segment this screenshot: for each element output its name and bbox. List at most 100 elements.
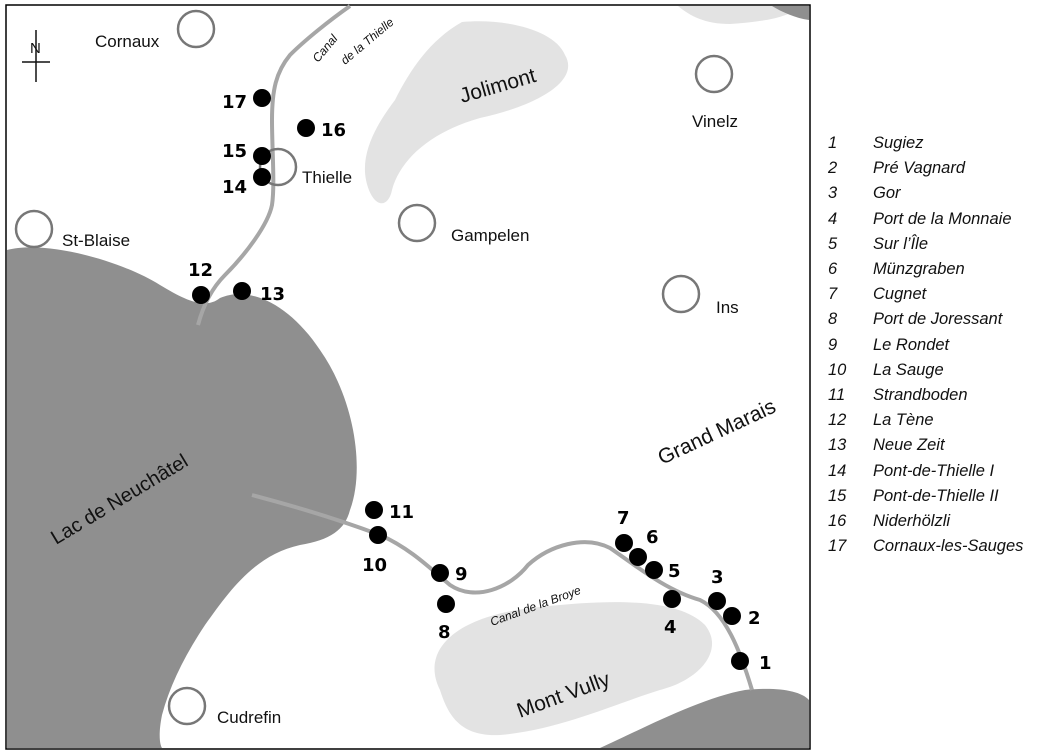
site-7[interactable]: 7 [615,508,633,552]
site-marker [233,282,251,300]
site-11[interactable]: 11 [365,501,414,523]
town-label: Cornaux [95,32,160,51]
site-6[interactable]: 6 [629,527,659,566]
town-marker [694,54,734,94]
site-5[interactable]: 5 [645,561,681,582]
mont-vully-hill [434,602,713,736]
site-12[interactable]: 12 [188,260,213,304]
legend-number: 8 [828,310,838,329]
site-14[interactable]: 14 [222,168,271,198]
legend-number: 9 [828,335,838,354]
town-label: Gampelen [451,226,529,245]
legend-number: 6 [828,260,838,279]
town-label: Vinelz [692,112,738,131]
site-marker [253,147,271,165]
site-17[interactable]: 17 [222,89,271,113]
legend-site-name: Sugiez [873,134,924,153]
site-marker [731,652,749,670]
legend-number: 17 [828,537,847,556]
site-marker [615,534,633,552]
site-marker [708,592,726,610]
site-marker [437,595,455,613]
site-number: 7 [617,508,630,529]
town-label: Cudrefin [217,708,281,727]
town-label: St-Blaise [62,231,130,250]
site-4[interactable]: 4 [663,590,681,638]
town-st-blaise: St-Blaise [14,209,130,250]
town-vinelz: Vinelz [692,54,738,131]
legend-site-name: Niderhölzli [873,511,951,530]
legend-number: 15 [828,486,847,505]
town-marker [176,9,216,49]
legend-site-name: Port de Joressant [873,310,1003,329]
legend-number: 2 [828,159,838,178]
site-15[interactable]: 15 [222,141,271,165]
town-marker [167,686,207,726]
legend-site-name: Pré Vagnard [873,159,966,178]
site-number: 15 [222,141,247,162]
town-cornaux: Cornaux [95,9,216,51]
site-marker [645,561,663,579]
legend-row-6: 6 Münzgraben [828,257,1056,282]
town-cudrefin: Cudrefin [167,686,281,727]
north-label: N [30,40,41,57]
town-marker [14,209,54,249]
legend-row-10: 10 La Sauge [828,358,1056,383]
site-marker [723,607,741,625]
legend-site-name: Le Rondet [873,335,950,354]
site-16[interactable]: 16 [297,119,346,141]
site-marker [629,548,647,566]
site-number: 10 [362,555,387,576]
site-1[interactable]: 1 [731,652,772,674]
site-marker [253,168,271,186]
legend-row-17: 17 Cornaux-les-Sauges [828,534,1056,559]
legend-site-name: Neue Zeit [873,436,945,455]
site-10[interactable]: 10 [362,526,387,576]
legend-site-name: Cornaux-les-Sauges [873,537,1024,556]
town-label: Ins [716,298,739,317]
site-9[interactable]: 9 [431,564,468,585]
canal-thielle [196,4,352,326]
site-number: 14 [222,177,247,198]
legend-row-12: 12 La Tène [828,408,1056,433]
site-marker [253,89,271,107]
site-3[interactable]: 3 [708,567,726,610]
legend-row-2: 2 Pré Vagnard [828,156,1056,181]
site-number: 16 [321,120,346,141]
legend-number: 12 [828,411,847,430]
legend-number: 10 [828,360,847,379]
site-number: 6 [646,527,659,548]
legend-row-9: 9 Le Rondet [828,333,1056,358]
site-2[interactable]: 2 [723,607,761,629]
legend-site-name: La Tène [873,411,934,430]
town-marker [258,147,298,187]
legend-site-name: La Sauge [873,360,944,379]
site-number: 4 [664,617,677,638]
legend-site-name: Strandboden [873,385,968,404]
site-number: 1 [759,653,772,674]
legend-site-name: Port de la Monnaie [873,209,1012,228]
north-arrow: N [22,30,50,82]
site-number: 5 [668,561,681,582]
legend-site-name: Pont-de-Thielle II [873,486,999,505]
legend-site-name: Münzgraben [873,260,965,279]
site-marker [365,501,383,519]
site-number: 17 [222,92,247,113]
jolimont-hill [364,21,569,204]
legend-number: 4 [828,209,838,228]
site-13[interactable]: 13 [233,282,285,305]
site-8[interactable]: 8 [437,595,455,643]
legend-number: 3 [828,184,838,203]
site-number: 13 [260,284,285,305]
site-number: 11 [389,502,414,523]
